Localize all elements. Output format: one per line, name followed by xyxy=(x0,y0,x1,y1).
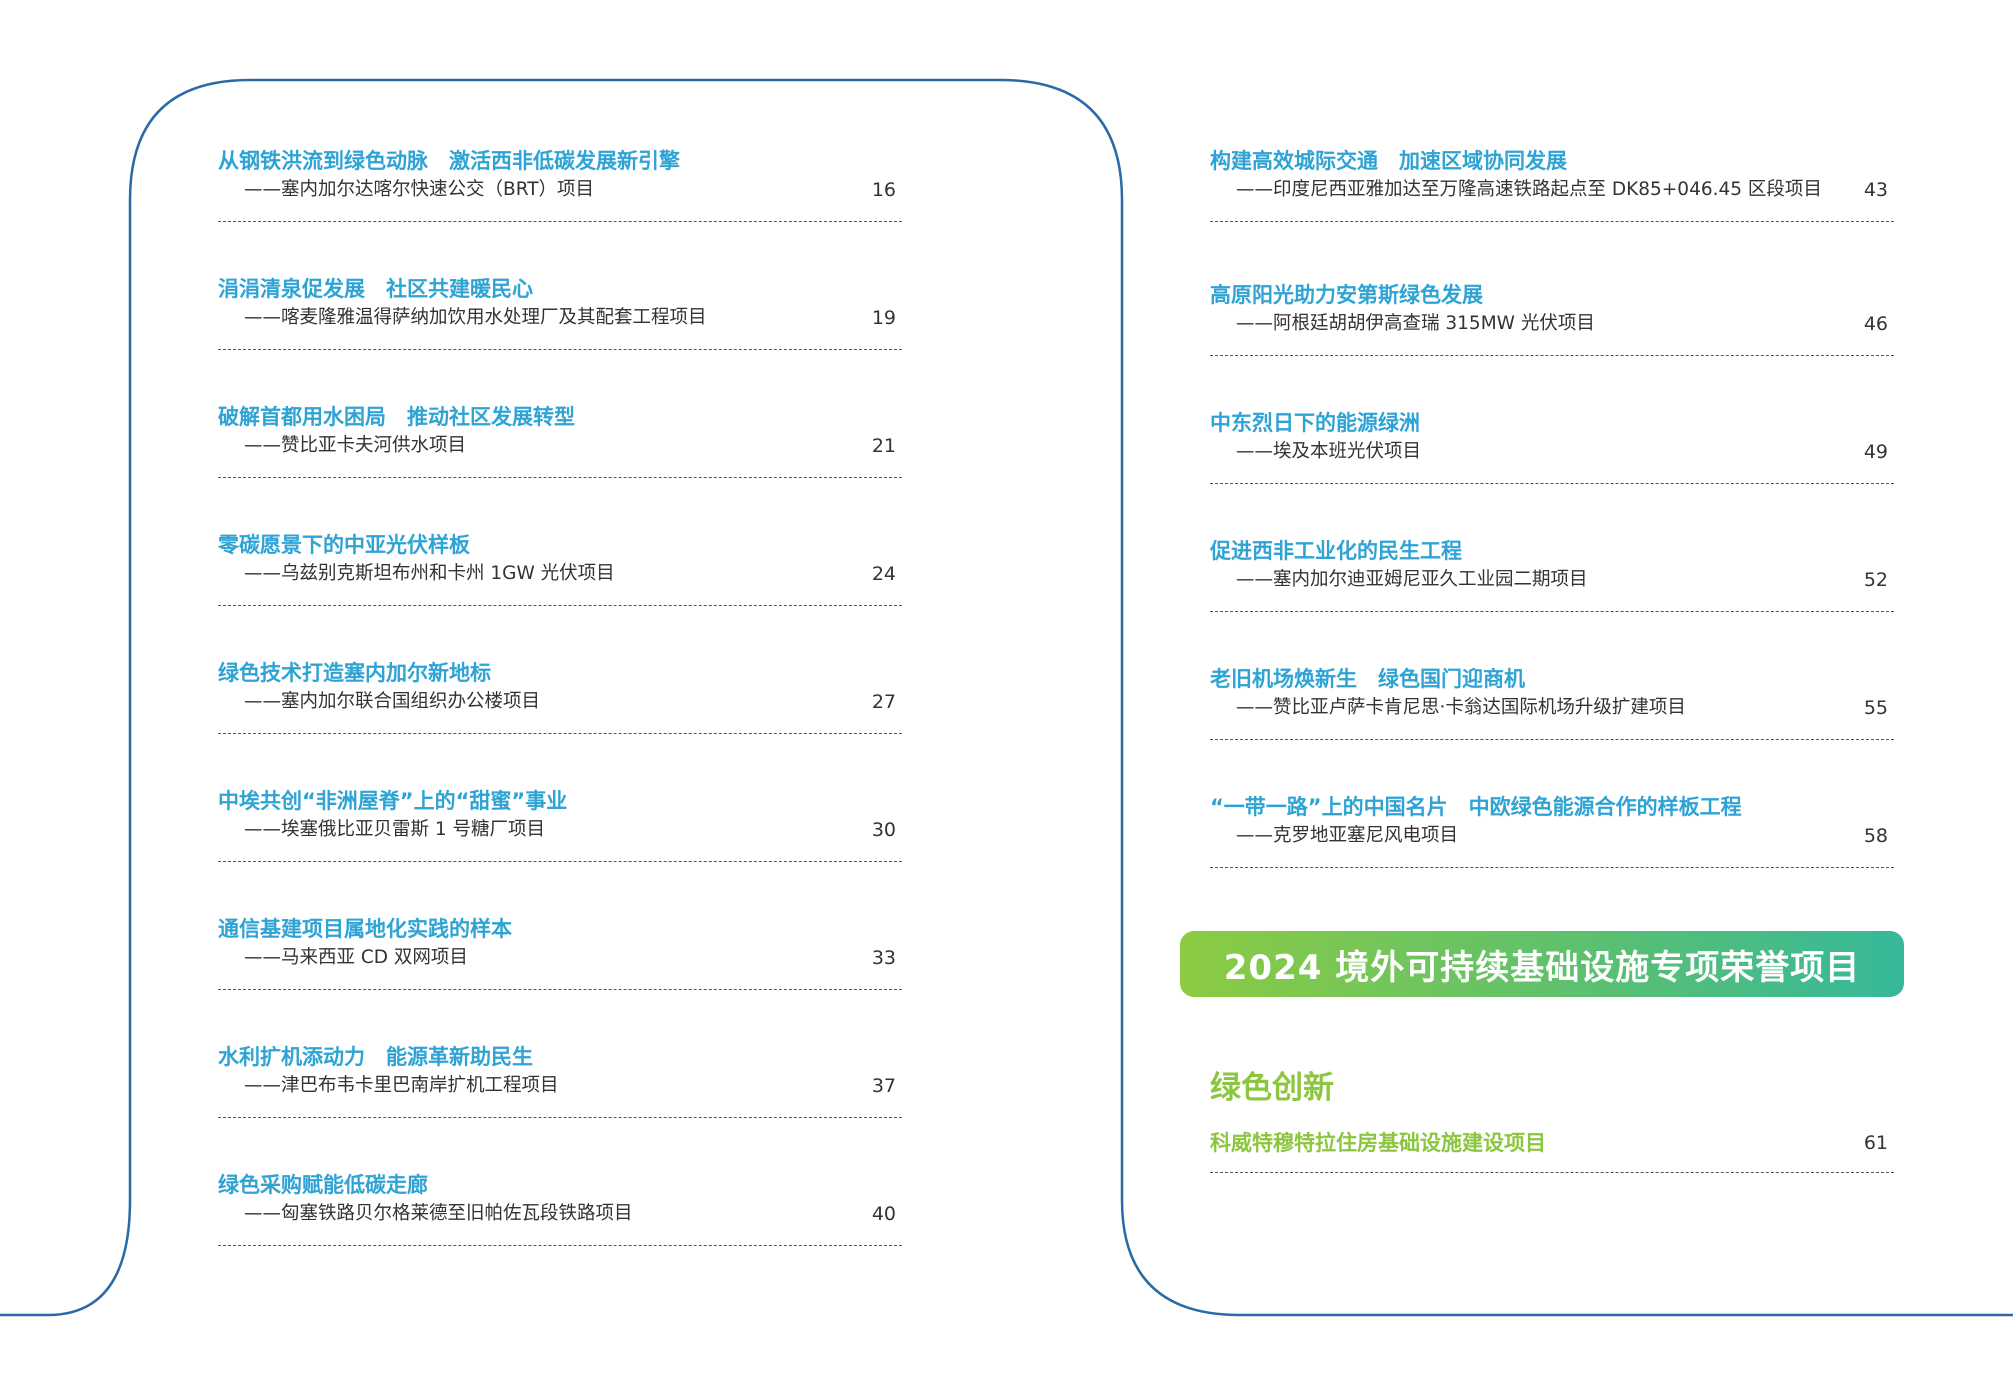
toc-entry-title: 通信基建项目属地化实践的样本 xyxy=(218,917,512,941)
toc-entry[interactable]: 零碳愿景下的中亚光伏样板 ——乌兹别克斯坦布州和卡州 1GW 光伏项目 24 xyxy=(218,532,902,612)
toc-entry[interactable]: “一带一路”上的中国名片 中欧绿色能源合作的样板工程 ——克罗地亚塞尼风电项目 58 xyxy=(1210,794,1894,874)
toc-entry-subtitle: ——津巴布韦卡里巴南岸扩机工程项目 xyxy=(244,1075,559,1096)
toc-entry[interactable]: 中东烈日下的能源绿洲 ——埃及本班光伏项目 49 xyxy=(1210,410,1894,490)
dashed-divider xyxy=(218,989,902,990)
honor-projects-banner: 2024 境外可持续基础设施专项荣誉项目 xyxy=(1180,931,1904,997)
toc-entry-page: 16 xyxy=(871,179,896,201)
toc-entry[interactable]: 通信基建项目属地化实践的样本 ——马来西亚 CD 双网项目 33 xyxy=(218,916,902,996)
toc-entry-title: 老旧机场焕新生 绿色国门迎商机 xyxy=(1210,667,1525,691)
toc-entry-title: 从钢铁洪流到绿色动脉 激活西非低碳发展新引擎 xyxy=(218,149,680,173)
dashed-divider xyxy=(218,733,902,734)
toc-entry-page: 24 xyxy=(871,563,896,585)
toc-entry-title: 中埃共创“非洲屋脊”上的“甜蜜”事业 xyxy=(218,789,568,813)
toc-entry-title: 零碳愿景下的中亚光伏样板 xyxy=(218,533,470,557)
toc-entry[interactable]: 涓涓清泉促发展 社区共建暖民心 ——喀麦隆雅温得萨纳加饮用水处理厂及其配套工程项目… xyxy=(218,276,902,356)
dashed-divider xyxy=(218,605,902,606)
toc-entry-subtitle: ——乌兹别克斯坦布州和卡州 1GW 光伏项目 xyxy=(244,563,615,584)
toc-entry-subtitle: ——塞内加尔迪亚姆尼亚久工业园二期项目 xyxy=(1236,569,1588,590)
toc-entry[interactable]: 破解首都用水困局 推动社区发展转型 ——赞比亚卡夫河供水项目 21 xyxy=(218,404,902,484)
toc-entry-title: 破解首都用水困局 推动社区发展转型 xyxy=(218,405,575,429)
toc-entry[interactable]: 水利扩机添动力 能源革新助民生 ——津巴布韦卡里巴南岸扩机工程项目 37 xyxy=(218,1044,902,1124)
toc-entry-title: 中东烈日下的能源绿洲 xyxy=(1210,411,1420,435)
toc-entry[interactable]: 中埃共创“非洲屋脊”上的“甜蜜”事业 ——埃塞俄比亚贝雷斯 1 号糖厂项目 30 xyxy=(218,788,902,868)
toc-entry-page: 40 xyxy=(871,1203,896,1225)
toc-entry-page: 27 xyxy=(871,691,896,713)
toc-entry-subtitle: ——塞内加尔联合国组织办公楼项目 xyxy=(244,691,541,712)
toc-entry-subtitle: ——塞内加尔达喀尔快速公交（BRT）项目 xyxy=(244,179,595,200)
toc-entry-title: 高原阳光助力安第斯绿色发展 xyxy=(1210,283,1483,307)
toc-entry-page: 61 xyxy=(1863,1132,1888,1154)
toc-entry-green[interactable]: 科威特穆特拉住房基础设施建设项目 61 xyxy=(1210,1130,1894,1180)
toc-entry-title: 绿色技术打造塞内加尔新地标 xyxy=(218,661,491,685)
toc-entry[interactable]: 绿色采购赋能低碳走廊 ——匈塞铁路贝尔格莱德至旧帕佐瓦段铁路项目 40 xyxy=(218,1172,902,1252)
toc-entry-title: 水利扩机添动力 能源革新助民生 xyxy=(218,1045,533,1069)
toc-entry-page: 19 xyxy=(871,307,896,329)
dashed-divider xyxy=(218,1245,902,1246)
toc-entry[interactable]: 从钢铁洪流到绿色动脉 激活西非低碳发展新引擎 ——塞内加尔达喀尔快速公交（BRT）… xyxy=(218,148,902,228)
toc-entry[interactable]: 构建高效城际交通 加速区域协同发展 ——印度尼西亚雅加达至万隆高速铁路起点至 DK… xyxy=(1210,148,1894,228)
toc-entry[interactable]: 促进西非工业化的民生工程 ——塞内加尔迪亚姆尼亚久工业园二期项目 52 xyxy=(1210,538,1894,618)
toc-entry-subtitle: ——喀麦隆雅温得萨纳加饮用水处理厂及其配套工程项目 xyxy=(244,307,707,328)
toc-entry-subtitle: ——埃塞俄比亚贝雷斯 1 号糖厂项目 xyxy=(244,819,546,840)
toc-entry-page: 43 xyxy=(1863,179,1888,201)
dashed-divider xyxy=(218,477,902,478)
toc-entry-page: 55 xyxy=(1863,697,1888,719)
dashed-divider xyxy=(1210,483,1894,484)
green-innovation-heading: 绿色创新 xyxy=(1210,1070,1334,1106)
toc-entry-page: 33 xyxy=(871,947,896,969)
dashed-divider xyxy=(1210,1172,1894,1173)
toc-entry-subtitle: ——阿根廷胡胡伊高查瑞 315MW 光伏项目 xyxy=(1236,313,1595,334)
toc-entry-page: 46 xyxy=(1863,313,1888,335)
dashed-divider xyxy=(1210,867,1894,868)
toc-entry-subtitle: ——克罗地亚塞尼风电项目 xyxy=(1236,825,1459,846)
dashed-divider xyxy=(218,349,902,350)
toc-entry-title: 促进西非工业化的民生工程 xyxy=(1210,539,1462,563)
dashed-divider xyxy=(218,861,902,862)
toc-entry-title: 涓涓清泉促发展 社区共建暖民心 xyxy=(218,277,533,301)
toc-entry-subtitle: ——匈塞铁路贝尔格莱德至旧帕佐瓦段铁路项目 xyxy=(244,1203,633,1224)
toc-entry-page: 37 xyxy=(871,1075,896,1097)
toc-entry-subtitle: ——埃及本班光伏项目 xyxy=(1236,441,1422,462)
toc-entry[interactable]: 高原阳光助力安第斯绿色发展 ——阿根廷胡胡伊高查瑞 315MW 光伏项目 46 xyxy=(1210,282,1894,362)
dashed-divider xyxy=(1210,355,1894,356)
dashed-divider xyxy=(1210,611,1894,612)
toc-entry-subtitle: ——赞比亚卢萨卡肯尼思·卡翁达国际机场升级扩建项目 xyxy=(1236,697,1686,718)
toc-entry-title: “一带一路”上的中国名片 中欧绿色能源合作的样板工程 xyxy=(1210,795,1742,819)
toc-entry[interactable]: 老旧机场焕新生 绿色国门迎商机 ——赞比亚卢萨卡肯尼思·卡翁达国际机场升级扩建项目… xyxy=(1210,666,1894,746)
toc-entry-page: 30 xyxy=(871,819,896,841)
dashed-divider xyxy=(1210,221,1894,222)
toc-entry-subtitle: ——印度尼西亚雅加达至万隆高速铁路起点至 DK85+046.45 区段项目 xyxy=(1236,179,1822,200)
toc-entry-title: 构建高效城际交通 加速区域协同发展 xyxy=(1210,149,1567,173)
toc-entry-subtitle: ——赞比亚卡夫河供水项目 xyxy=(244,435,467,456)
toc-entry-page: 49 xyxy=(1863,441,1888,463)
toc-entry-page: 58 xyxy=(1863,825,1888,847)
toc-entry[interactable]: 绿色技术打造塞内加尔新地标 ——塞内加尔联合国组织办公楼项目 27 xyxy=(218,660,902,740)
dashed-divider xyxy=(218,221,902,222)
toc-entry-title: 绿色采购赋能低碳走廊 xyxy=(218,1173,428,1197)
toc-entry-subtitle: ——马来西亚 CD 双网项目 xyxy=(244,947,468,968)
banner-title: 2024 境外可持续基础设施专项荣誉项目 xyxy=(1223,947,1861,988)
dashed-divider xyxy=(1210,739,1894,740)
dashed-divider xyxy=(218,1117,902,1118)
toc-entry-page: 21 xyxy=(871,435,896,457)
toc-entry-page: 52 xyxy=(1863,569,1888,591)
toc-entry-title: 科威特穆特拉住房基础设施建设项目 xyxy=(1210,1131,1546,1155)
